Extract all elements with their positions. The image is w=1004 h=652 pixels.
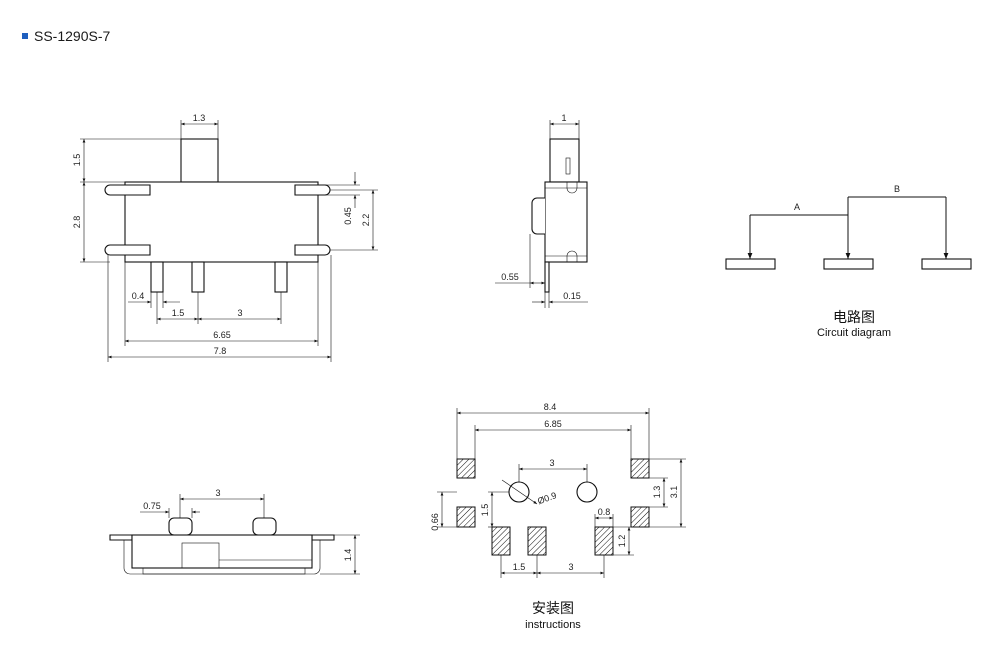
dim-tab-gap: 0.45 [343,207,353,225]
dim-side-pin-offset: 0.55 [501,272,519,282]
dim-fp-outer-width: 8.4 [544,402,557,412]
dim-bottom-knob-width: 0.75 [143,501,161,511]
dim-knob-width: 1.3 [193,113,206,123]
dim-tab-span: 2.2 [361,214,371,227]
hole-right [576,481,598,503]
dim-overall-width: 7.8 [214,346,227,356]
pad-pin-3 [594,526,614,556]
pad-pin-2 [527,526,547,556]
dim-side-knob-width: 1 [561,113,566,123]
bottom-knob-right [252,517,277,536]
front-pin-2 [191,261,205,293]
dim-fp-pin-pitch-a: 1.5 [513,562,526,572]
dim-bottom-knob-pitch: 3 [215,488,220,498]
dim-inner-width: 6.65 [213,330,231,340]
model-title: SS-1290S-7 [22,28,110,44]
side-body [544,181,588,263]
dim-side-pin-thickness: 0.15 [563,291,581,301]
dim-fp-pin-pitch-b: 3 [568,562,573,572]
dim-fp-pad-width: 0.8 [598,507,611,517]
side-view: 1 0.55 0.15 [495,113,588,308]
bottom-body [131,534,313,569]
dim-fp-pad-height: 1.2 [617,535,627,548]
front-tab-bottom-right [294,244,331,256]
pad-top-left [456,458,476,479]
pad-bottom-left [456,506,476,528]
front-knob [180,138,219,183]
footprint-view: 8.4 6.85 3 Ø0.9 1.3 3.1 0.8 1.2 [430,402,686,631]
front-tab-bottom-left [104,244,151,256]
dim-pin-pitch-a: 1.5 [172,308,185,318]
dim-fp-left-height: 0.66 [430,513,440,531]
circuit-caption-cn: 电路图 [833,310,875,326]
front-view: 1.3 1.5 2.8 0.45 2.2 0.4 1.5 3 [72,113,378,362]
side-knob [549,138,580,183]
circuit-terminal-3 [921,258,972,270]
circuit-label-b: B [894,184,900,194]
dim-fp-left-offset: 1.5 [480,504,490,517]
footprint-caption-cn: 安装图 [532,601,574,617]
model-name: SS-1290S-7 [34,28,111,44]
bottom-knob-left [168,517,193,536]
bottom-view: 0.75 3 1.4 [109,488,360,575]
dim-knob-height: 1.5 [72,154,82,167]
front-tab-top-left [104,184,151,196]
dim-fp-hole-pitch: 3 [549,458,554,468]
dim-fp-pad-spacing: 1.3 [652,486,662,499]
dim-pin-width: 0.4 [132,291,145,301]
dim-fp-hole-diameter: Ø0.9 [536,490,558,506]
dim-fp-pad-total: 3.1 [669,486,679,499]
front-tab-top-right [294,184,331,196]
pad-pin-1 [491,526,511,556]
pad-bottom-right [630,506,650,528]
circuit-diagram: A B 电路图 Circuit diagram [725,184,972,339]
circuit-label-a: A [794,202,800,212]
bottom-slider [181,542,220,569]
bullet-square-icon [22,33,28,39]
front-pin-3 [274,261,288,293]
pad-top-right [630,458,650,479]
dim-body-height: 2.8 [72,216,82,229]
dim-bottom-height: 1.4 [343,549,353,562]
dim-fp-inner-width: 6.85 [544,419,562,429]
circuit-caption-en: Circuit diagram [817,327,891,339]
front-body [124,181,319,263]
dim-pin-pitch-b: 3 [237,308,242,318]
circuit-terminal-2 [823,258,874,270]
footprint-caption-en: instructions [525,619,581,631]
side-pin [544,261,550,293]
front-pin-1 [150,261,164,293]
circuit-terminal-1 [725,258,776,270]
